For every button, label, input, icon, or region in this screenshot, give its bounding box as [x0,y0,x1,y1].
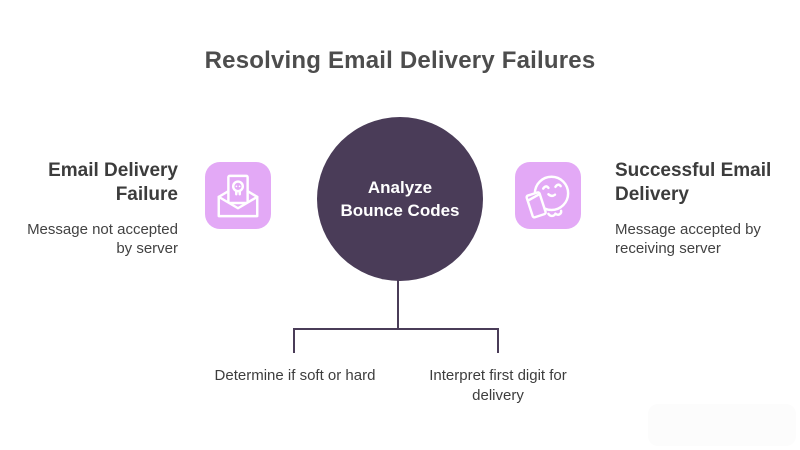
dead-letter-envelope-icon [217,174,259,217]
left-step-heading: Email Delivery Failure [48,160,178,205]
node-label-line-2: Bounce Codes [340,201,460,220]
branch-label-first-digit: Interpret first digit for delivery [429,367,567,404]
happy-face-with-letter-icon [525,175,570,219]
branch-label-soft-or-hard: Determine if soft or hard [214,367,376,384]
node-label-line-1: Analyze [367,178,433,197]
right-step-heading: Successful Email Delivery [615,160,772,205]
left-step-description: Message not accepted by server [27,221,178,257]
connector-left-stub [293,328,296,353]
left-step-text: Email Delivery Failure Message not accep… [16,159,178,258]
connector-right-stub [496,328,499,353]
connector-stem [397,280,400,329]
connector-horizontal-bar [293,328,499,331]
right-step-description: Message accepted by receiving server [615,221,761,257]
analyze-bounce-codes-node: Analyze Bounce Codes [317,117,483,281]
watermark-area [648,404,796,446]
failure-icon-tile [205,162,271,229]
page-title: Resolving Email Delivery Failures [204,47,596,74]
success-icon-tile [515,162,581,229]
right-step-text: Successful Email Delivery Message accept… [615,159,777,258]
